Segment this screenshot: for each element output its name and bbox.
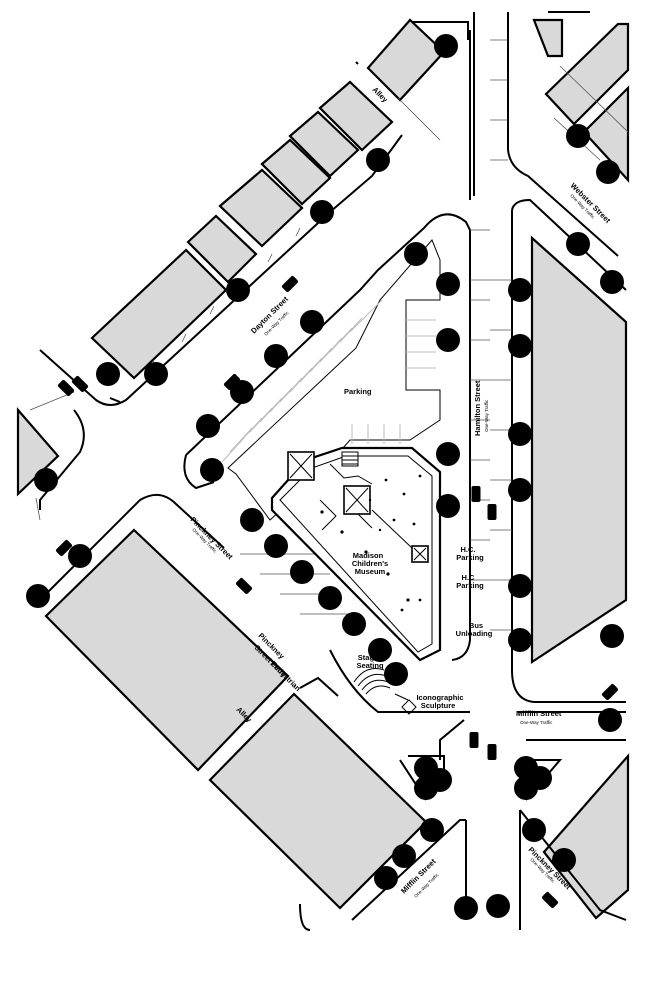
hc-parking-2-line1: H.C (462, 573, 476, 582)
tree (414, 776, 438, 800)
museum-label-line1: Madison (353, 551, 384, 560)
hamilton-street-note: One-Way Traffic (484, 399, 489, 432)
building-dayton-large (90, 248, 228, 380)
building-pinckney-block (44, 528, 290, 772)
tree (342, 612, 366, 636)
car (601, 683, 619, 701)
tree (68, 544, 92, 568)
sculpture-line1: Iconographic (416, 693, 463, 702)
parking-label: Parking (344, 387, 372, 396)
pinckney-street-upper-label: Pinckney Street (189, 515, 236, 562)
tree (508, 478, 532, 502)
bus-unloading-line1: Bus (469, 621, 483, 630)
building-row-5 (186, 214, 258, 284)
tree (384, 662, 408, 686)
tree (226, 278, 250, 302)
tree (200, 458, 224, 482)
tree (508, 574, 532, 598)
building-row-3 (260, 138, 332, 206)
tree (596, 160, 620, 184)
tree (508, 334, 532, 358)
tree (508, 422, 532, 446)
tree (486, 894, 510, 918)
tree (404, 242, 428, 266)
building-row-4 (218, 168, 304, 248)
tree (508, 278, 532, 302)
tree (454, 896, 478, 920)
bus-unloading-line2: Unloading (456, 629, 493, 638)
tree (600, 624, 624, 648)
car (487, 504, 497, 520)
tree (264, 534, 288, 558)
building-top-right-3 (582, 85, 630, 183)
stage-seating (353, 668, 391, 695)
tree (420, 818, 444, 842)
tree (34, 468, 58, 492)
tree (436, 494, 460, 518)
tree (310, 200, 334, 224)
parking-stalls (221, 299, 436, 463)
tree (434, 34, 458, 58)
car (235, 577, 253, 595)
tree (522, 818, 546, 842)
tree (240, 508, 264, 532)
tree (436, 272, 460, 296)
museum-building (270, 446, 442, 662)
tree (318, 586, 342, 610)
car (471, 486, 481, 502)
tree (508, 628, 532, 652)
tree (598, 708, 622, 732)
building-lower-right (542, 753, 630, 920)
tree (300, 310, 324, 334)
building-hamilton-large (530, 235, 628, 665)
tree (566, 232, 590, 256)
stage-seating-line2: Seating (356, 661, 384, 670)
museum-label-line2: Children's (352, 559, 388, 568)
tree (392, 844, 416, 868)
building-top-right-2 (544, 22, 630, 126)
hc-parking-1-line2: Parking (456, 553, 484, 562)
tree (374, 866, 398, 890)
car (541, 891, 559, 909)
tree (600, 270, 624, 294)
buildings (16, 18, 630, 920)
iconographic-sculpture (394, 693, 417, 715)
tree (436, 442, 460, 466)
mifflin-street-right-label: Mifflin Street (516, 709, 562, 718)
hamilton-street-label: Hamilton Street (473, 380, 482, 436)
tree (144, 362, 168, 386)
building-row-2 (288, 110, 360, 178)
tree (514, 776, 538, 800)
building-row-1 (318, 80, 394, 152)
museum-label-line3: Museum (355, 567, 386, 576)
car (487, 744, 497, 760)
car (469, 732, 479, 748)
tree (366, 148, 390, 172)
tree (436, 328, 460, 352)
hc-parking-2-line2: Parking (456, 581, 484, 590)
tree (26, 584, 50, 608)
tree (290, 560, 314, 584)
stage-seating-line1: Stage (358, 653, 378, 662)
building-top-right-1 (532, 18, 564, 58)
hc-parking-1-line1: H.C. (461, 545, 476, 554)
parking-lot (221, 239, 441, 521)
mifflin-street-right-note: One-Way Traffic (520, 720, 553, 725)
tree (96, 362, 120, 386)
sculpture-line2: Sculpture (421, 701, 456, 710)
car (281, 275, 299, 293)
tree (196, 414, 220, 438)
tree (566, 124, 590, 148)
tree (264, 344, 288, 368)
